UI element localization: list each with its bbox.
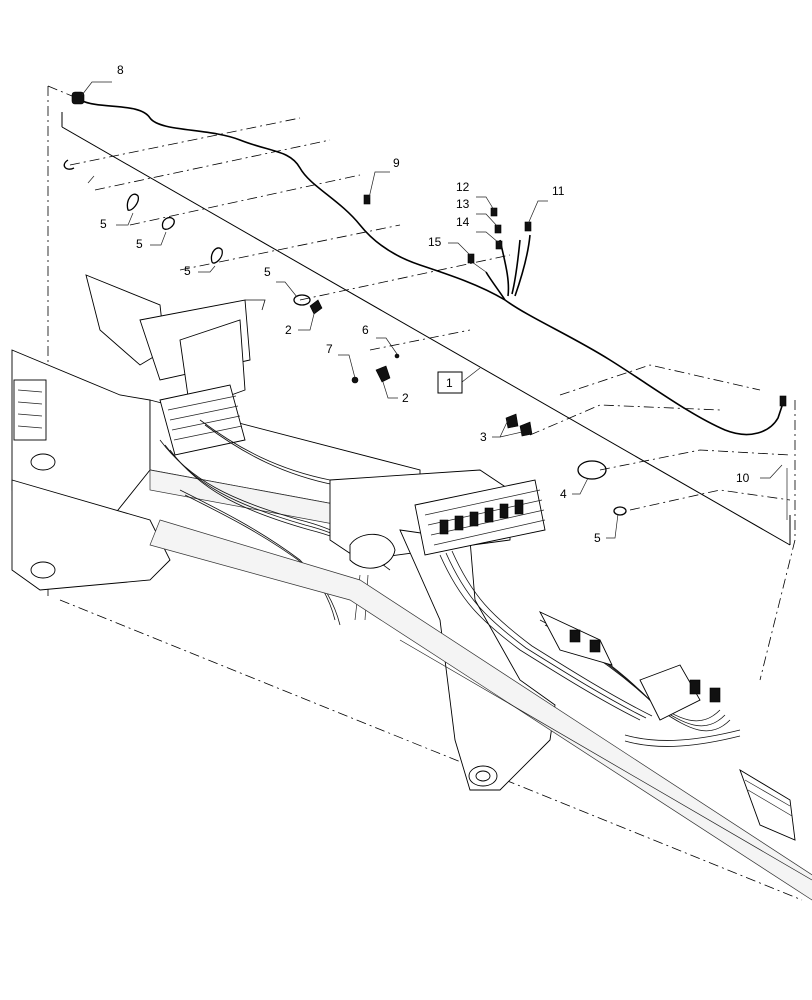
callout-5: 5 — [594, 531, 601, 545]
connector-8-icon — [71, 91, 85, 105]
callout-3: 3 — [480, 430, 487, 444]
callout-1: 1 — [446, 376, 453, 390]
tie-strap-icon — [613, 506, 627, 516]
leader-lines — [81, 81, 788, 539]
callout-7: 7 — [326, 342, 333, 356]
tie-strap-icon — [293, 294, 311, 306]
valve-block-left — [159, 299, 391, 626]
reference-plane — [61, 112, 791, 546]
callout-4: 4 — [560, 487, 567, 501]
connector-12-icon — [490, 207, 498, 217]
connector-13-icon — [494, 224, 502, 234]
callout-14: 14 — [456, 215, 470, 229]
grommet-4-icon — [577, 460, 607, 480]
callout-13: 13 — [456, 197, 470, 211]
callout-2: 2 — [402, 391, 409, 405]
callout-5: 5 — [184, 264, 191, 278]
hydraulic-couplers-right — [538, 611, 796, 841]
callout-8: 8 — [117, 63, 124, 77]
clip-icon — [63, 159, 75, 170]
connector-3-icon — [505, 413, 519, 429]
wire-harness — [71, 91, 787, 436]
callout-6: 6 — [362, 323, 369, 337]
connector-3b-icon — [519, 421, 533, 437]
callout-labels: 8 9 12 13 14 11 15 5 5 5 5 2 6 7 2 1 3 1… — [100, 63, 750, 545]
connector-10-icon — [779, 395, 787, 407]
connector-15-icon — [467, 253, 475, 264]
tie-strap-icon — [126, 193, 139, 211]
callout-11: 11 — [552, 184, 565, 198]
callout-15: 15 — [428, 235, 442, 249]
callout-12: 12 — [456, 180, 470, 194]
callout-10: 10 — [736, 471, 750, 485]
tie-strap-icon — [210, 247, 223, 264]
clamp-2-icon — [309, 299, 323, 315]
callout-9: 9 — [393, 156, 400, 170]
connector-9-icon — [363, 194, 371, 205]
callout-5: 5 — [100, 217, 107, 231]
clamp-2b-icon — [375, 365, 391, 383]
callout-2: 2 — [285, 323, 292, 337]
clips — [63, 159, 627, 516]
callout-5: 5 — [264, 265, 271, 279]
connector-14-icon — [495, 240, 503, 250]
callout-box — [437, 371, 463, 394]
callout-5: 5 — [136, 237, 143, 251]
connector-11-icon — [524, 221, 532, 232]
valve-bank-centre — [414, 479, 653, 721]
tie-strap-icon — [161, 216, 175, 230]
nut-6-icon — [394, 353, 400, 359]
